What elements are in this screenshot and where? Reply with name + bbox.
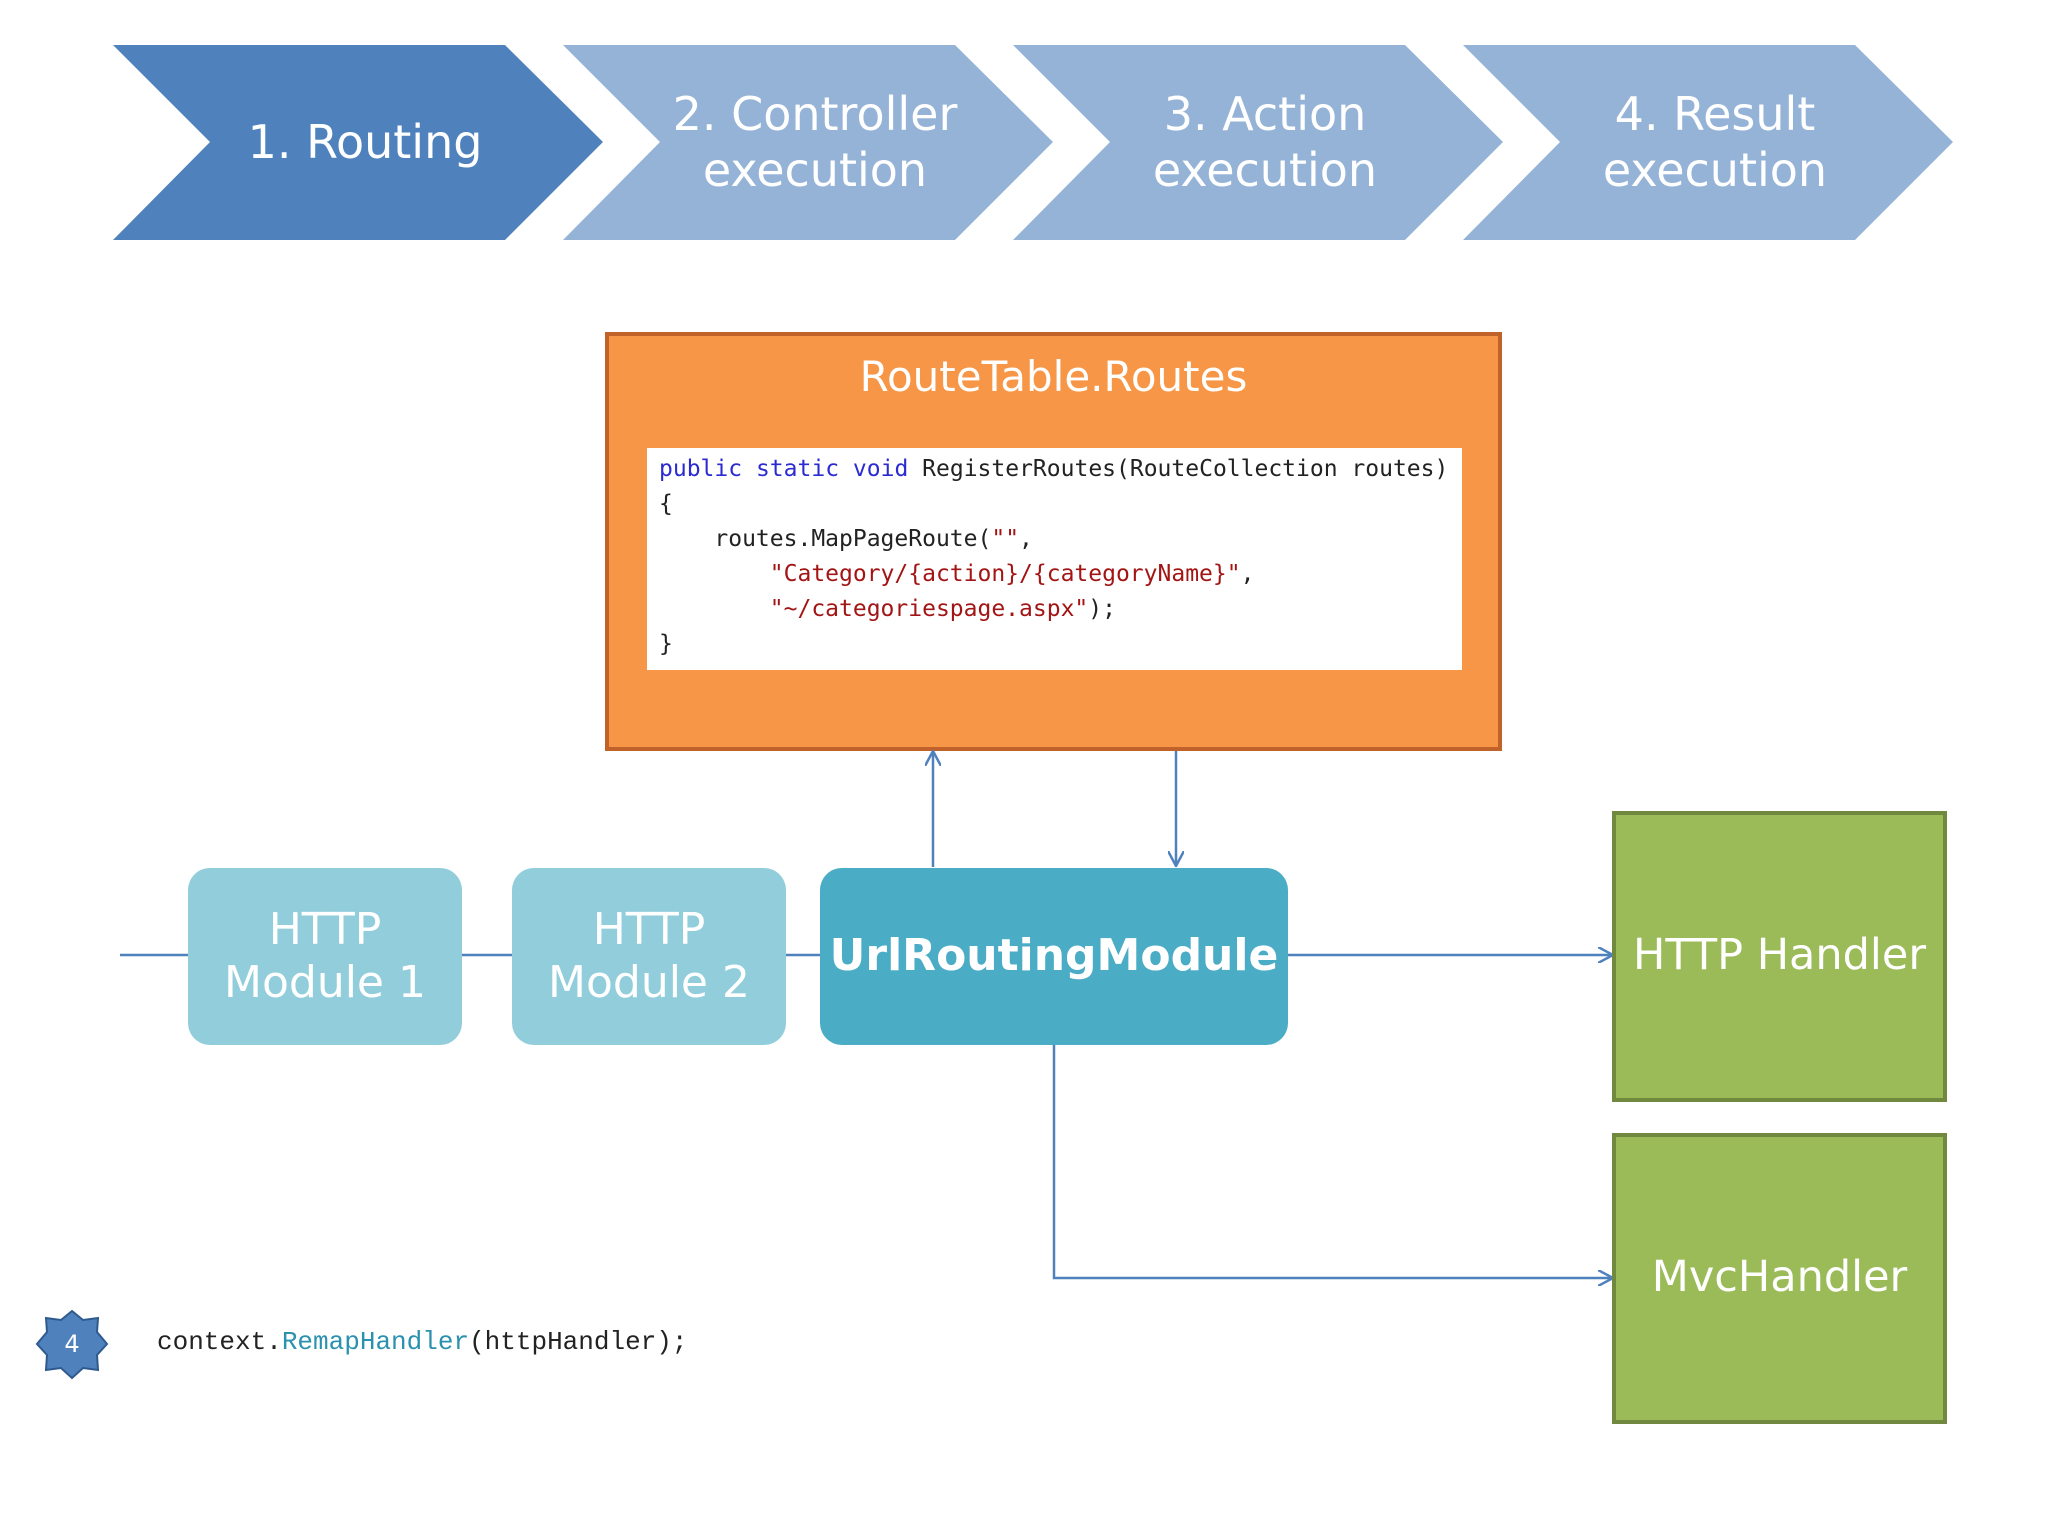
step-1-chevron xyxy=(113,45,603,240)
code-line-map-call: routes.MapPageRoute("", xyxy=(659,522,1449,557)
http-module-2-label-line2: Module 2 xyxy=(548,956,750,1008)
step-2-label-line2: execution xyxy=(702,142,928,197)
step-4-label-line1: 4. Result xyxy=(1614,87,1816,142)
code-keyword-void: void xyxy=(852,456,909,482)
http-module-2-box xyxy=(512,868,786,1045)
step-badge-star xyxy=(35,1309,109,1380)
step-4-label-line2: execution xyxy=(1602,142,1828,197)
step-4-label: 4. Result execution xyxy=(1560,60,1870,225)
url-routing-module-label: UrlRoutingModule xyxy=(829,930,1279,982)
route-table-title: RouteTable.Routes xyxy=(859,352,1248,402)
code-line-close-brace: } xyxy=(659,631,673,657)
step-2-chevron xyxy=(563,45,1053,240)
code-arg-physical-file-end: ); xyxy=(1088,596,1116,622)
remap-handler-code: context.RemapHandler(httpHandler); xyxy=(157,1327,688,1357)
step-2-label: 2. Controller execution xyxy=(660,60,970,225)
step-3-label-line1: 3. Action xyxy=(1163,87,1367,142)
code-arg-name-sep: , xyxy=(1019,526,1033,552)
step-1-label: 1. Routing xyxy=(210,60,520,225)
code-keyword-static: static xyxy=(755,456,840,482)
http-handler-label: HTTP Handler xyxy=(1632,929,1927,980)
route-code-panel xyxy=(647,448,1462,670)
code-method-signature: RegisterRoutes(RouteCollection routes) xyxy=(922,456,1449,482)
mvc-handler-box xyxy=(1612,1133,1947,1424)
remap-code-object: context. xyxy=(157,1327,282,1357)
code-arg-url-pattern: "Category/{action}/{categoryName}" xyxy=(769,561,1241,587)
code-arg-name: "" xyxy=(991,526,1020,552)
step-2-label-line1: 2. Controller xyxy=(672,87,958,142)
mvc-handler-label: MvcHandler xyxy=(1651,1251,1908,1302)
step-3-label: 3. Action execution xyxy=(1110,60,1420,225)
http-module-1-label-line1: HTTP xyxy=(268,903,382,955)
code-line-signature: public static void RegisterRoutes(RouteC… xyxy=(659,452,1449,487)
remap-code-args: (httpHandler); xyxy=(469,1327,688,1357)
remap-code-method: RemapHandler xyxy=(281,1327,470,1357)
step-1-label-line1: 1. Routing xyxy=(247,114,483,169)
http-module-2-label: HTTP Module 2 xyxy=(512,868,786,1045)
route-registration-code: public static void RegisterRoutes(RouteC… xyxy=(659,452,1449,662)
step-3-chevron xyxy=(1013,45,1503,240)
http-module-1-label-line2: Module 1 xyxy=(224,956,426,1008)
code-keyword-public: public xyxy=(659,456,743,482)
http-module-2-label-line1: HTTP xyxy=(592,903,706,955)
code-arg-physical-file: "~/categoriespage.aspx" xyxy=(769,596,1089,622)
code-line-open-brace: { xyxy=(659,491,673,517)
code-map-call: routes.MapPageRoute( xyxy=(714,526,992,552)
step-badge-number: 4 xyxy=(64,1329,80,1358)
arrow-to-mvc-handler xyxy=(1052,1045,1612,1278)
url-routing-module-box xyxy=(820,868,1288,1045)
http-module-1-box xyxy=(188,868,462,1045)
code-line-physical-file: "~/categoriespage.aspx"); xyxy=(659,592,1449,627)
code-arg-url-pattern-sep: , xyxy=(1240,561,1255,587)
step-4-chevron xyxy=(1463,45,1953,240)
http-module-1-label: HTTP Module 1 xyxy=(188,868,462,1045)
http-handler-box xyxy=(1612,811,1947,1102)
step-3-label-line2: execution xyxy=(1152,142,1378,197)
code-line-url-pattern: "Category/{action}/{categoryName}", xyxy=(659,557,1449,592)
